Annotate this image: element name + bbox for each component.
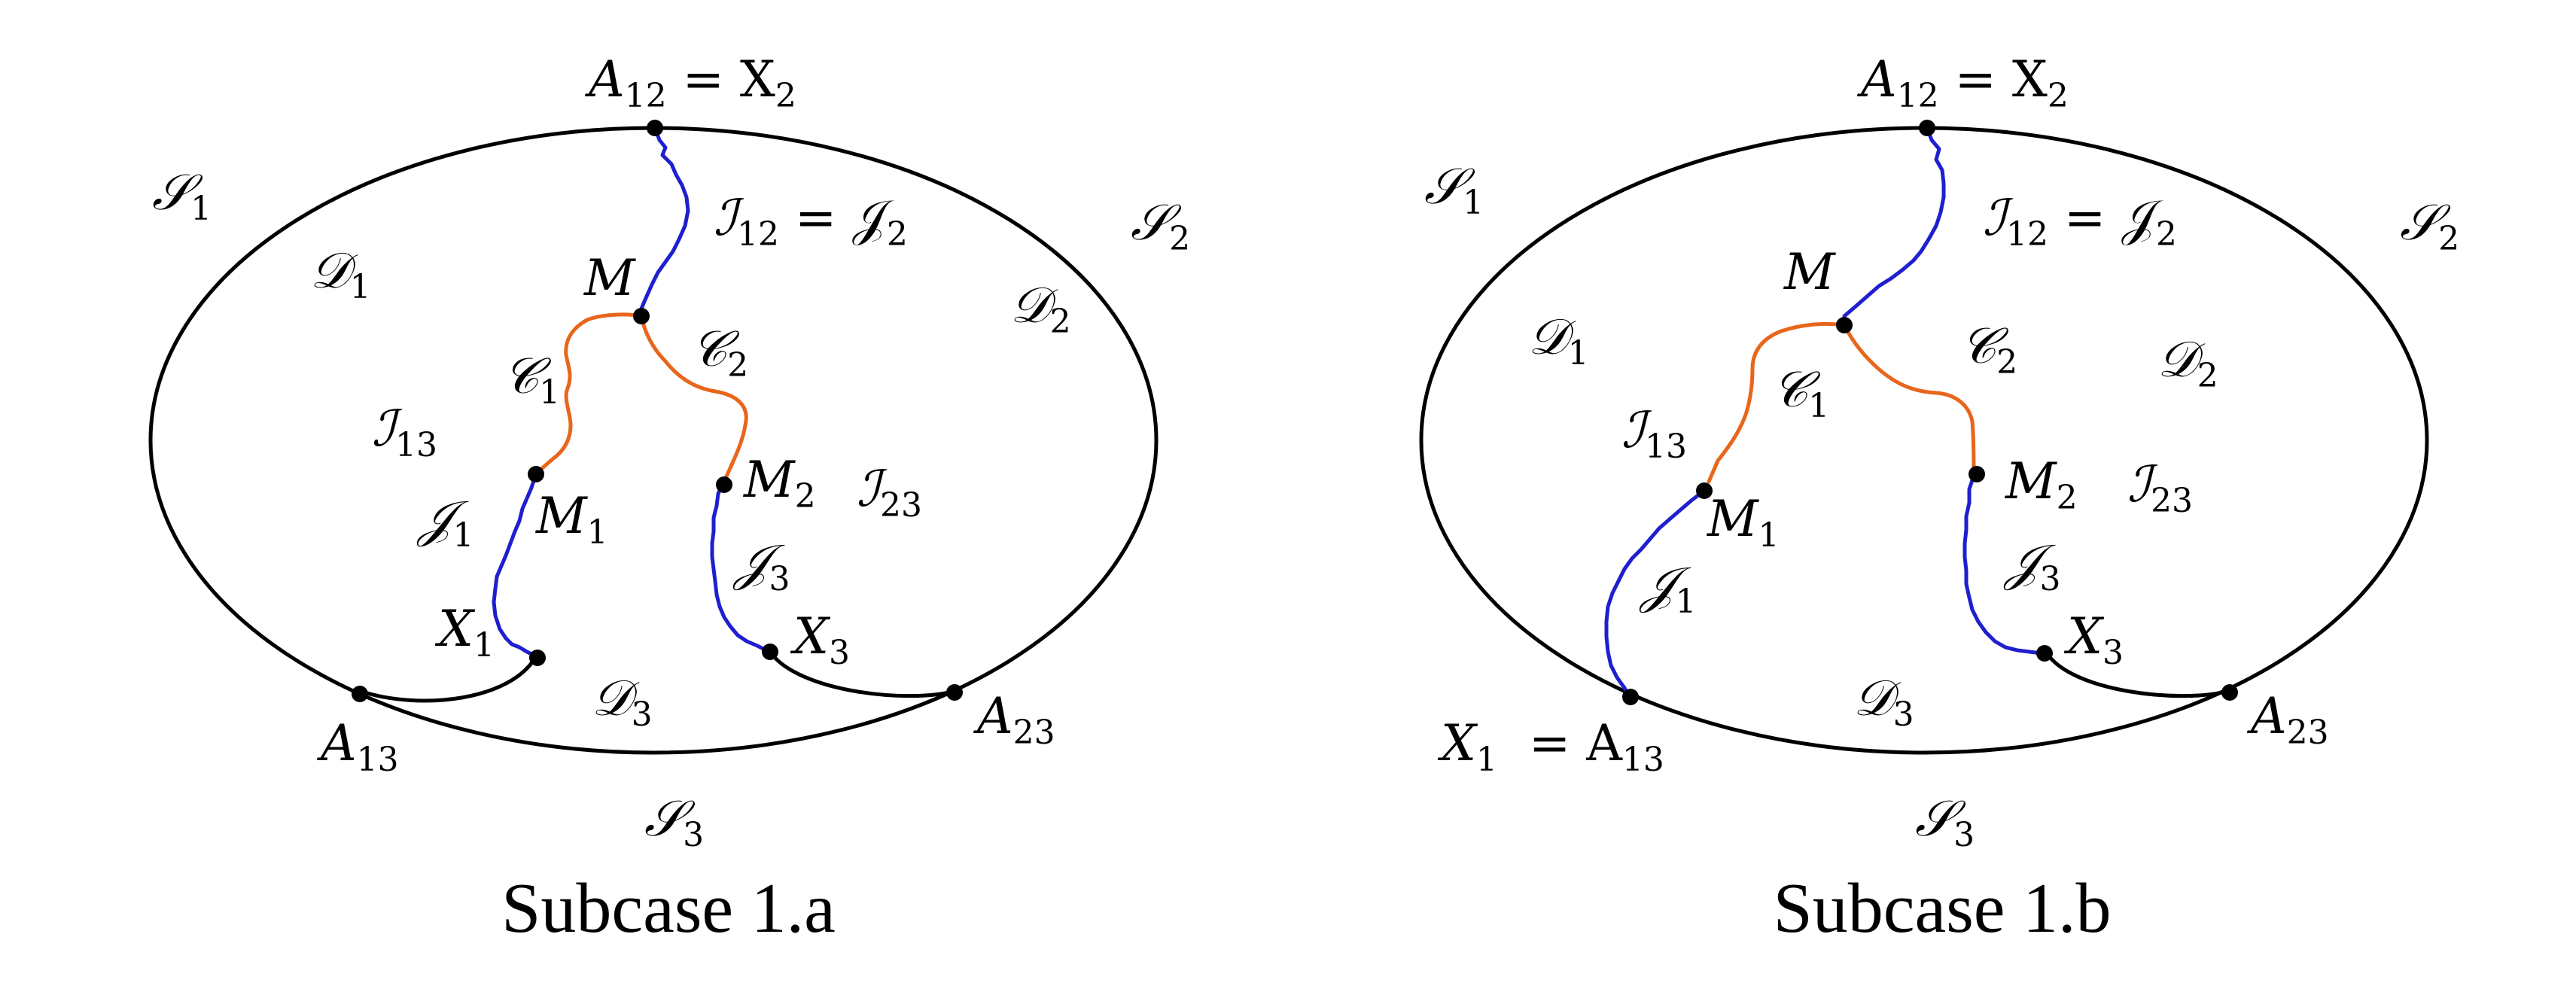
label-i13: ℐ13 xyxy=(1621,401,1687,466)
label-d3: 𝒟3 xyxy=(592,669,653,734)
label-s3: 𝒮3 xyxy=(644,790,704,854)
point-m2 xyxy=(716,476,732,493)
label-x3: X3 xyxy=(2063,607,2124,672)
label-m1: M1 xyxy=(535,487,608,552)
curve-c1 xyxy=(538,312,644,472)
curve-j3 xyxy=(710,479,769,653)
label-a13: A13 xyxy=(316,714,399,779)
label-m1: M1 xyxy=(1707,490,1780,555)
outer-ellipse xyxy=(1419,126,2429,755)
label-i12-j2: ℐ12 = 𝒥2 xyxy=(714,189,908,254)
arc-x3-a23 xyxy=(768,650,955,698)
label-a23: A23 xyxy=(973,687,1055,752)
arc-a13-x1 xyxy=(359,655,538,703)
curve-j1 xyxy=(1604,488,1707,699)
label-m: M xyxy=(583,249,636,307)
label-c2: 𝒞2 xyxy=(1960,317,2017,382)
point-x3 xyxy=(762,644,778,660)
label-i12-j2: ℐ12 = 𝒥2 xyxy=(1983,189,2177,254)
label-a12-x2: A12 = X2 xyxy=(1856,50,2069,115)
curve-j1 xyxy=(492,472,538,659)
label-s2: 𝒮2 xyxy=(2400,193,2459,258)
point-x3 xyxy=(2036,645,2053,662)
caption-subcase-1b: Subcase 1.b xyxy=(1773,869,2111,948)
point-a23 xyxy=(946,684,963,701)
curve-i12-j2 xyxy=(639,126,690,311)
label-d1: 𝒟1 xyxy=(1528,308,1589,373)
point-m1 xyxy=(1696,482,1713,499)
label-i23: ℐ23 xyxy=(2127,455,2193,520)
label-x3: X3 xyxy=(790,607,850,672)
label-d2: 𝒟2 xyxy=(2157,330,2218,395)
label-j3: 𝒥3 xyxy=(732,534,790,598)
curve-i12-j2 xyxy=(1842,126,1946,318)
label-j1: 𝒥1 xyxy=(1639,556,1697,621)
label-s3: 𝒮3 xyxy=(1915,790,1975,854)
label-c1: 𝒞1 xyxy=(1772,361,1829,425)
point-m xyxy=(633,308,650,324)
label-m: M xyxy=(1783,243,1836,301)
point-m2 xyxy=(1969,466,1985,482)
label-m2: M2 xyxy=(743,451,816,516)
curve-c1 xyxy=(1707,321,1847,484)
panel-subcase-1a: A12 = X2 𝒮1 𝒮2 𝒮3 𝒟1 𝒟2 𝒟3 ℐ12 = 𝒥2 M 𝒞1… xyxy=(148,50,1190,948)
outer-ellipse xyxy=(148,126,1159,755)
point-x1-a13 xyxy=(1622,689,1639,705)
point-a13 xyxy=(352,686,368,702)
point-m1 xyxy=(528,466,544,482)
point-x1 xyxy=(529,650,546,666)
point-a12 xyxy=(647,120,663,136)
label-x1-a13: X1 = A13 xyxy=(1437,714,1664,779)
label-s1: 𝒮1 xyxy=(1424,157,1484,222)
curve-c2 xyxy=(1842,323,1976,478)
point-a23 xyxy=(2221,684,2238,701)
point-a12 xyxy=(1919,120,1935,136)
label-s2: 𝒮2 xyxy=(1131,193,1190,258)
label-d3: 𝒟3 xyxy=(1853,669,1914,734)
label-m2: M2 xyxy=(2005,452,2078,517)
label-d1: 𝒟1 xyxy=(310,242,371,306)
curve-c2 xyxy=(639,314,748,484)
label-i23: ℐ23 xyxy=(857,460,922,525)
curve-j3 xyxy=(1962,473,2044,656)
label-j3: 𝒥3 xyxy=(2003,534,2061,598)
label-c2: 𝒞2 xyxy=(691,320,748,385)
label-d2: 𝒟2 xyxy=(1010,276,1071,341)
label-s1: 𝒮1 xyxy=(152,163,212,228)
point-m xyxy=(1836,317,1853,333)
arc-x3-a23 xyxy=(2044,650,2229,698)
label-a12-x2: A12 = X2 xyxy=(584,50,796,115)
panel-subcase-1b: A12 = X2 𝒮1 𝒮2 𝒮3 𝒟1 𝒟2 𝒟3 ℐ12 = 𝒥2 M 𝒞1… xyxy=(1419,50,2459,948)
label-a23: A23 xyxy=(2246,687,2329,752)
label-j1: 𝒥1 xyxy=(416,490,474,555)
label-x1: X1 xyxy=(434,600,495,665)
label-i13: ℐ13 xyxy=(372,400,437,464)
caption-subcase-1a: Subcase 1.a xyxy=(501,869,836,948)
label-c1: 𝒞1 xyxy=(503,347,560,412)
